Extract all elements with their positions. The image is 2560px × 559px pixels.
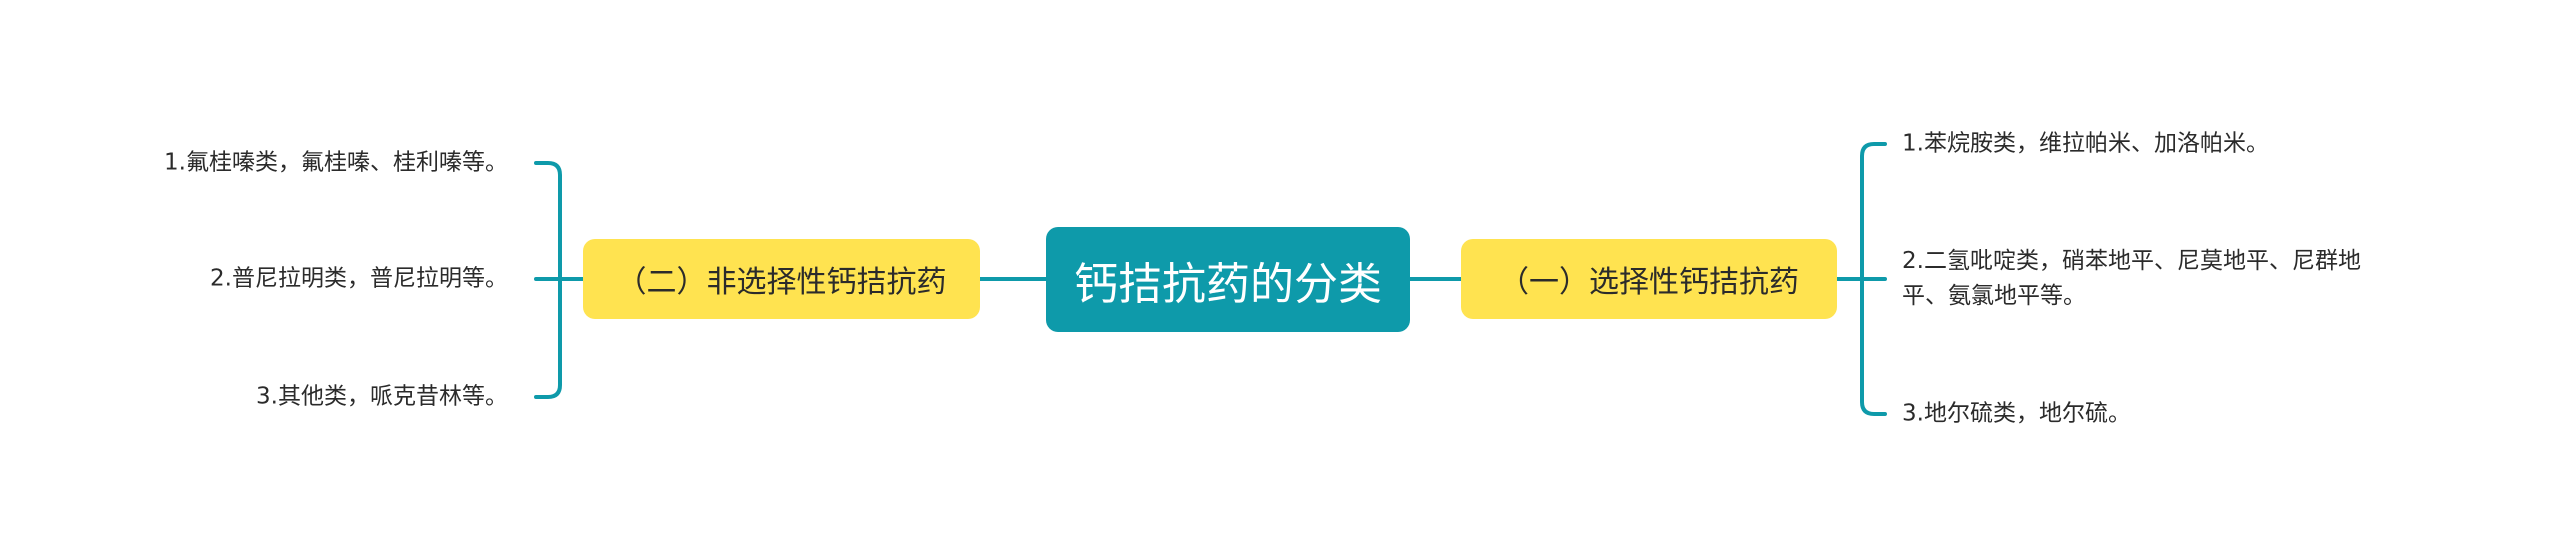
branch-node-nonselective[interactable]: （二）非选择性钙拮抗药 bbox=[583, 239, 980, 319]
leaf-node-other[interactable]: 3.其他类，哌克昔林等。 bbox=[256, 383, 508, 410]
root-node-label: 钙拮抗药的分类 bbox=[1074, 258, 1382, 310]
bracket-left bbox=[534, 161, 562, 399]
branch-node-label: （二）非选择性钙拮抗药 bbox=[616, 265, 947, 300]
bracket-right bbox=[1860, 142, 1887, 416]
leaf-node-dihydropyridine[interactable]: 2.二氢吡啶类，硝苯地平、尼莫地平、尼群地平、氨氯地平等。 bbox=[1902, 248, 2361, 309]
leaf-node-flunarizine[interactable]: 1.氟桂嗪类，氟桂嗪、桂利嗪等。 bbox=[164, 149, 508, 176]
leaf-node-benzothiazepine[interactable]: 3.地尔硫类，地尔硫。 bbox=[1902, 400, 2131, 427]
leaf-node-prenylamine[interactable]: 2.普尼拉明类，普尼拉明等。 bbox=[210, 265, 508, 292]
branch-node-label: （一）选择性钙拮抗药 bbox=[1499, 265, 1799, 300]
leaf-node-phenylalkylamine[interactable]: 1.苯烷胺类，维拉帕米、加洛帕米。 bbox=[1902, 130, 2269, 157]
root-node[interactable]: 钙拮抗药的分类 bbox=[1046, 227, 1410, 332]
branch-node-selective[interactable]: （一）选择性钙拮抗药 bbox=[1461, 239, 1837, 319]
